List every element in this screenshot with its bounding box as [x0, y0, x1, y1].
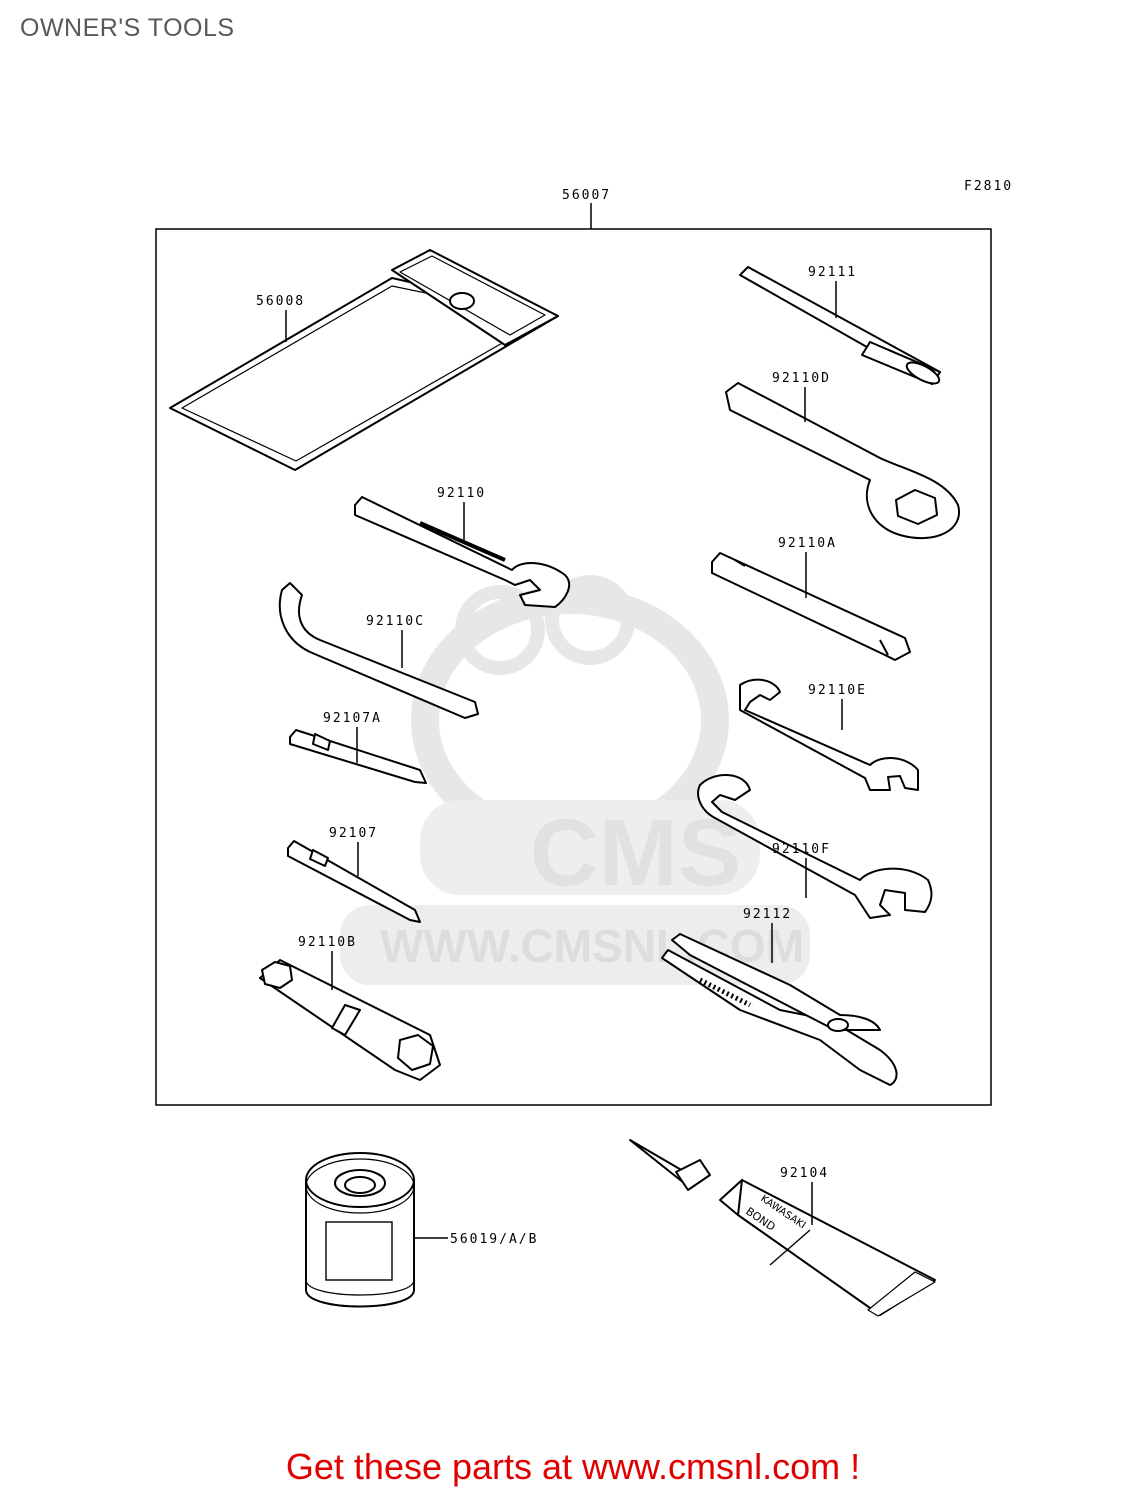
- part-label-92110D: 92110D: [772, 371, 831, 386]
- figure-code: F2810: [964, 179, 1013, 194]
- part-label-92111: 92111: [808, 265, 857, 280]
- bond-tube: [629, 1139, 936, 1317]
- part-label-92110A: 92110A: [778, 536, 837, 551]
- kit-frame: [155, 228, 992, 1106]
- part-label-92104: 92104: [780, 1166, 829, 1181]
- open-end-wrench-92110: [354, 496, 571, 608]
- screwdriver-bit-92107A: [289, 729, 427, 784]
- flat-spanner: [711, 552, 911, 661]
- part-label-56008: 56008: [256, 294, 305, 309]
- open-end-wrench-92110E: [739, 678, 919, 791]
- part-label-92110E: 92110E: [808, 683, 867, 698]
- part-label-92110F: 92110F: [772, 842, 831, 857]
- part-label-92110: 92110: [437, 486, 486, 501]
- part-label-56019: 56019/A/B: [450, 1232, 538, 1247]
- page-title: OWNER'S TOOLS: [20, 14, 235, 42]
- screwdriver-bit-92107: [287, 840, 421, 923]
- kit-label: 56007: [562, 188, 611, 203]
- hook-wrench: [278, 582, 479, 719]
- part-label-92110B: 92110B: [298, 935, 357, 950]
- part-label-92110C: 92110C: [366, 614, 425, 629]
- promo-link[interactable]: Get these parts at www.cmsnl.com !: [285, 1446, 861, 1487]
- open-end-wrench-92110F: [697, 773, 933, 919]
- oil-filter: [305, 1152, 415, 1308]
- part-label-92112: 92112: [743, 907, 792, 922]
- pliers: [661, 933, 898, 1086]
- part-label-92107: 92107: [329, 826, 378, 841]
- parts-diagram: CMS WWW.CMSNL.COM F2810 56007 56008 9211…: [155, 179, 1013, 1317]
- spark-plug-wrench: [259, 959, 441, 1081]
- tool-pouch: [169, 249, 559, 471]
- watermark-brand: CMS: [530, 800, 741, 906]
- extension-bar: [739, 266, 941, 385]
- part-label-92107A: 92107A: [323, 711, 382, 726]
- box-wrench: [725, 382, 961, 540]
